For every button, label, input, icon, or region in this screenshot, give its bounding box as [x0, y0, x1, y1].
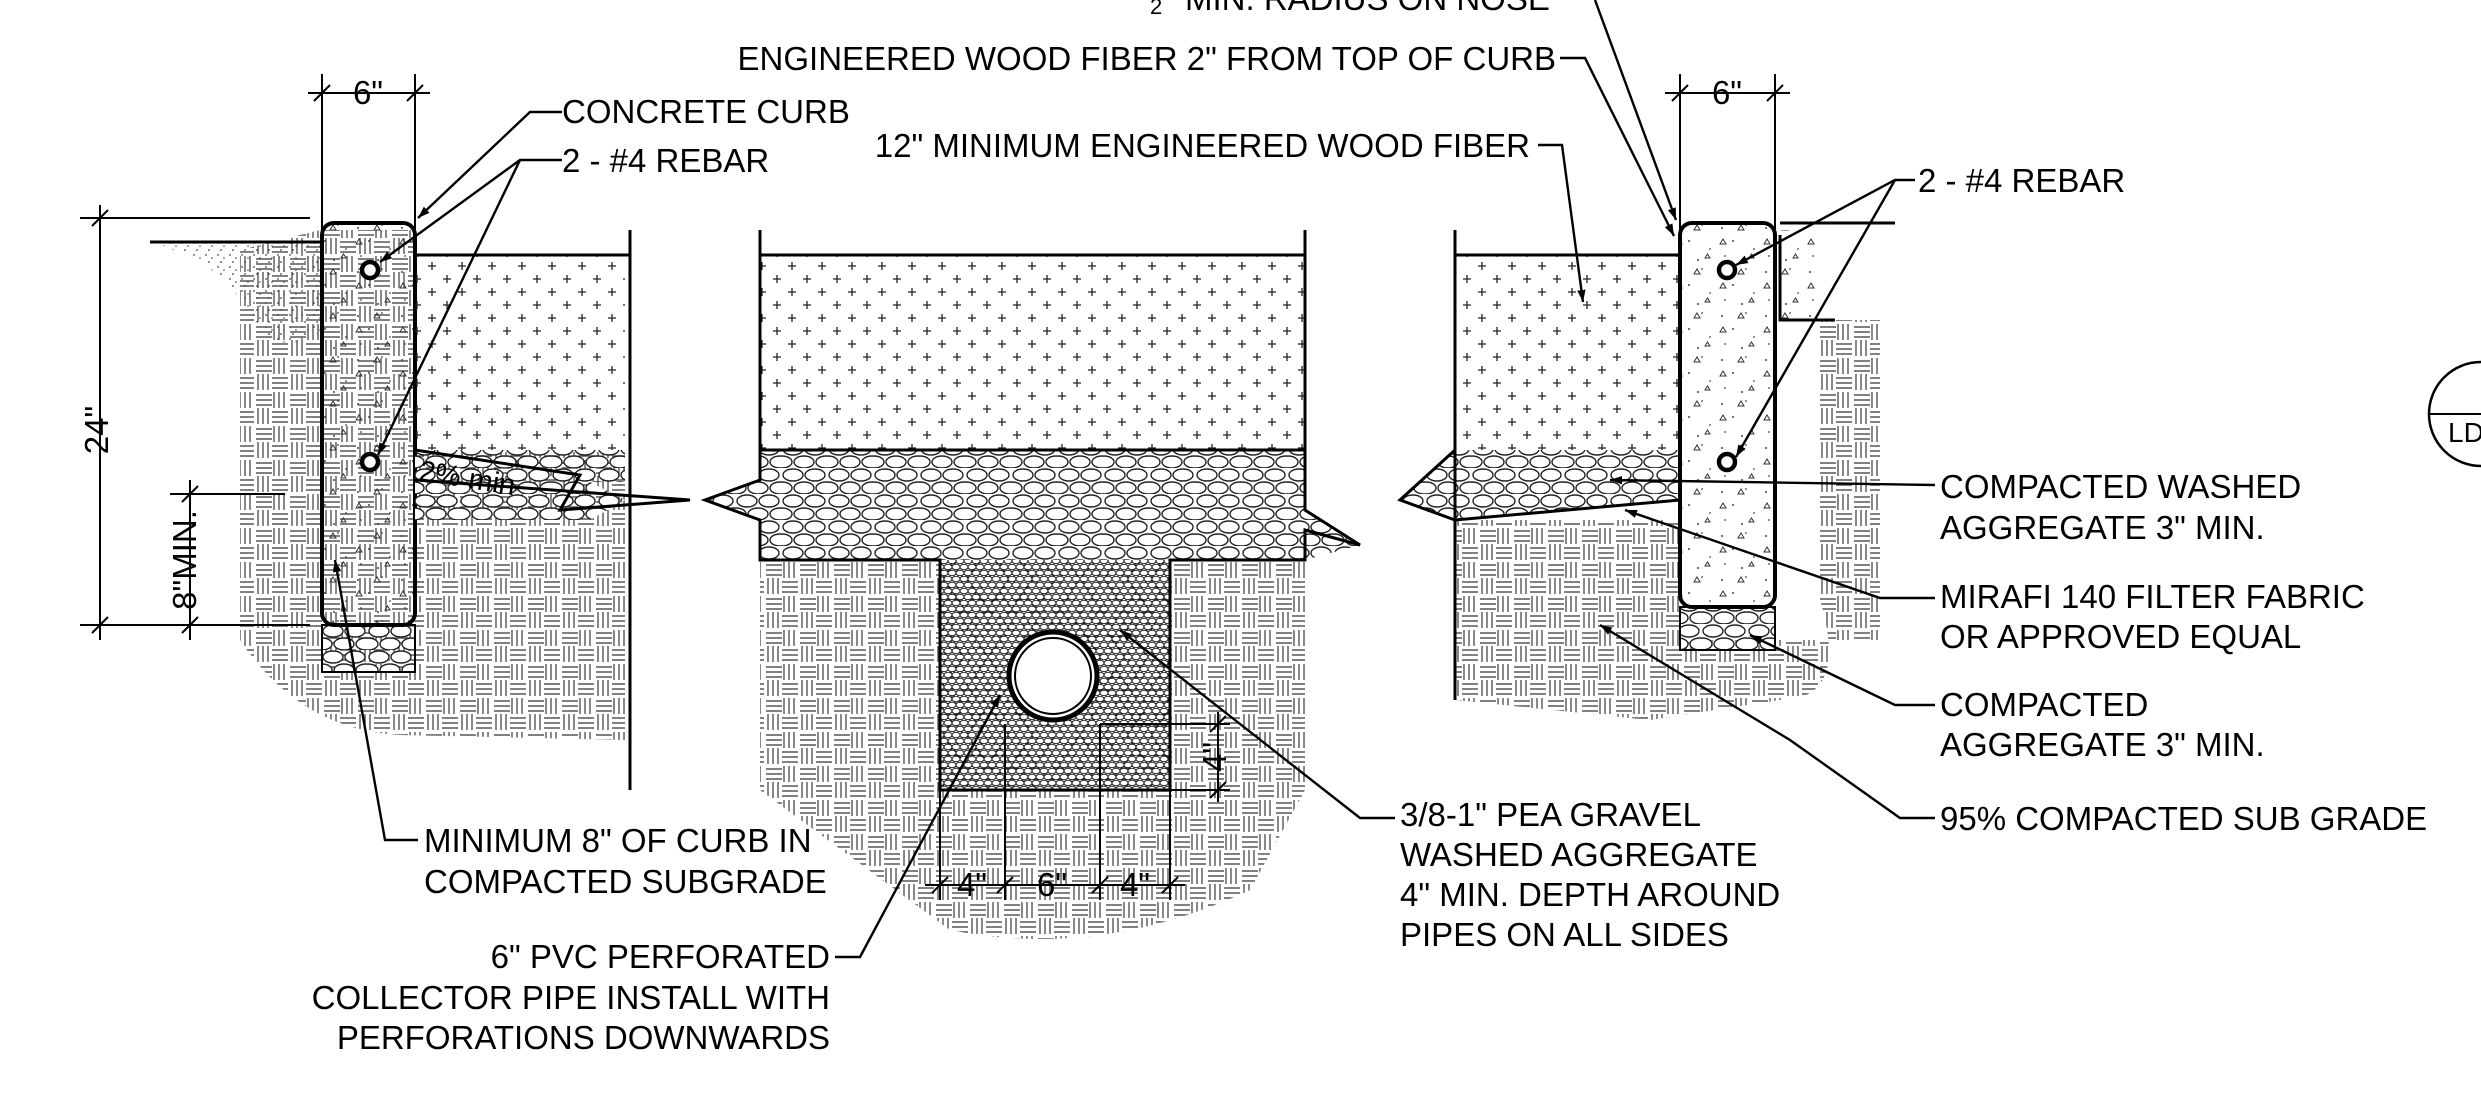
left-topsoil	[155, 242, 322, 343]
label-concrete-curb: CONCRETE CURB	[562, 93, 850, 130]
label-wood-fiber-from-top: ENGINEERED WOOD FIBER 2" FROM TOP OF CUR…	[738, 40, 1556, 77]
right-rebar-bottom	[1716, 451, 1738, 473]
leaders	[332, 0, 1936, 959]
left-rebar-top	[359, 259, 381, 281]
detail-tag-text: LD	[2448, 417, 2481, 448]
label-pea-gravel-1: 3/8-1" PEA GRAVEL	[1400, 796, 1701, 833]
right-section	[1397, 221, 1895, 720]
label-filter-fabric-2: OR APPROVED EQUAL	[1940, 618, 2301, 655]
right-wood-fiber	[1455, 255, 1680, 450]
label-pea-gravel-2: WASHED AGGREGATE	[1400, 836, 1758, 873]
label-subgrade: 95% COMPACTED SUB GRADE	[1940, 800, 2427, 837]
dim-embed-depth: 8"MIN.	[166, 510, 203, 610]
right-subgrade	[1455, 320, 1880, 720]
dim-trench-left: 4"	[957, 866, 987, 903]
label-rebar-right: 2 - #4 REBAR	[1918, 162, 2125, 199]
center-section	[700, 230, 1361, 939]
right-curb-aggregate	[1679, 606, 1776, 651]
label-pipe-1: 6" PVC PERFORATED	[491, 938, 830, 975]
right-paving	[1780, 230, 1820, 320]
label-pipe-3: PERFORATIONS DOWNWARDS	[337, 1019, 830, 1056]
left-washed-aggregate	[415, 450, 625, 520]
label-washed-aggregate-2: AGGREGATE 3" MIN.	[1940, 509, 2265, 546]
label-min-wood-fiber: 12" MINIMUM ENGINEERED WOOD FIBER	[875, 127, 1530, 164]
detail-tag: LD	[2427, 360, 2481, 468]
dim-curb-width-right: 6"	[1712, 74, 1742, 111]
left-wood-fiber	[415, 255, 625, 450]
dim-trench-right: 4"	[1120, 866, 1150, 903]
label-curb-min-2: COMPACTED SUBGRADE	[424, 863, 827, 900]
label-pea-gravel-3: 4" MIN. DEPTH AROUND	[1400, 876, 1780, 913]
label-fraction: 2	[1150, 0, 1162, 19]
dim-curb-width-left: 6"	[353, 74, 383, 111]
label-compacted-aggregate-1: COMPACTED	[1940, 686, 2148, 723]
label-compacted-aggregate-2: AGGREGATE 3" MIN.	[1940, 726, 2265, 763]
left-rebar-bottom	[359, 451, 381, 473]
label-rebar-left: 2 - #4 REBAR	[562, 142, 769, 179]
left-section	[150, 221, 691, 790]
left-curb-aggregate	[321, 624, 416, 673]
label-curb-min-1: MINIMUM 8" OF CURB IN	[424, 822, 812, 859]
center-subgrade	[760, 560, 1305, 939]
label-pipe-2: COLLECTOR PIPE INSTALL WITH	[312, 979, 830, 1016]
dim-curb-height: 24"	[78, 406, 115, 454]
right-rebar-top	[1716, 259, 1738, 281]
dim-trench-pipe: 6"	[1037, 866, 1067, 903]
center-wood-fiber	[760, 255, 1305, 450]
callout-labels: 2 MIN. RADIUS ON NOSE ENGINEERED WOOD FI…	[312, 0, 2428, 1056]
label-filter-fabric-1: MIRAFI 140 FILTER FABRIC	[1940, 578, 2365, 615]
right-washed-aggregate	[1400, 450, 1680, 520]
label-washed-aggregate-1: COMPACTED WASHED	[1940, 468, 2301, 505]
dim-pipe-cover: 4"	[1196, 742, 1233, 772]
right-concrete-curb	[1678, 221, 1777, 609]
label-pea-gravel-4: PIPES ON ALL SIDES	[1400, 916, 1729, 953]
dimensions: 6" 6" 24" 8"MIN. 4" 4" 6" 4"	[78, 74, 1790, 903]
pvc-pipe-inner	[1014, 637, 1092, 715]
label-min-radius: MIN. RADIUS ON NOSE	[1185, 0, 1550, 17]
